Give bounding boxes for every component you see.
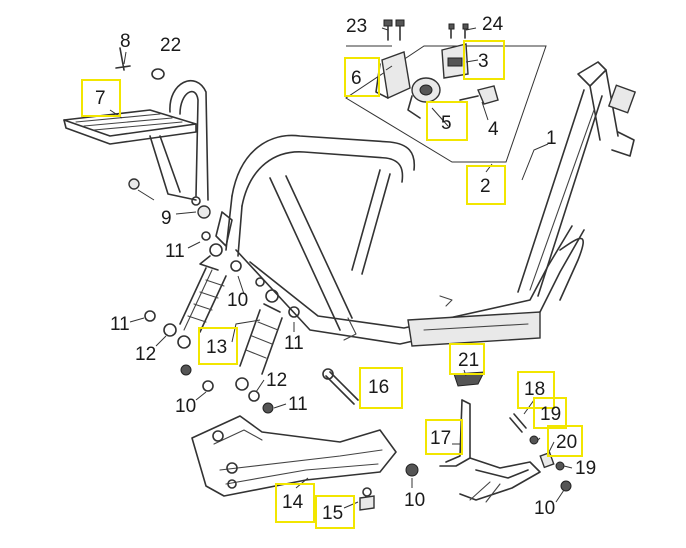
- callout-23: 23: [346, 16, 367, 37]
- highlight-box-16: [359, 367, 403, 409]
- callout-10-a: 10: [227, 290, 248, 311]
- highlight-box-15: [315, 495, 355, 529]
- fasteners-drawing: [115, 47, 572, 511]
- rear-carrier-drawing: [63, 80, 209, 206]
- highlight-box-3: [463, 40, 505, 80]
- callout-7: 7: [95, 88, 106, 109]
- highlight-box-20: [547, 425, 583, 457]
- callout-15: 15: [322, 503, 343, 524]
- callout-4: 4: [488, 119, 499, 140]
- callout-10-b: 10: [175, 396, 196, 417]
- main-frame-drawing: [215, 61, 637, 347]
- rear-shock-absorbers-drawing: [177, 243, 283, 391]
- shock-absorber-left: [177, 243, 227, 349]
- callout-24: 24: [482, 14, 504, 35]
- callout-16: 16: [368, 377, 389, 398]
- callout-11-b: 11: [110, 314, 130, 335]
- callout-18: 18: [524, 379, 545, 400]
- callout-22: 22: [160, 35, 181, 56]
- callout-11-a: 11: [165, 241, 185, 262]
- callout-17: 17: [430, 428, 451, 449]
- highlight-box-18: [517, 371, 555, 409]
- callout-12-b: 12: [266, 370, 287, 391]
- callout-9: 9: [161, 208, 172, 229]
- callout-3: 3: [478, 51, 489, 72]
- swing-arm-drawing: [191, 415, 397, 497]
- highlight-box-14: [275, 483, 315, 523]
- leader-lines: [109, 27, 573, 509]
- highlight-box-5: [426, 101, 468, 141]
- callout-11-d: 11: [288, 394, 308, 415]
- center-stand-drawing: [439, 399, 541, 503]
- callout-5: 5: [441, 113, 452, 134]
- callout-2: 2: [480, 176, 491, 197]
- callout-19-a: 19: [540, 404, 561, 425]
- highlight-box-2: [466, 165, 506, 205]
- ignition-lock-group-drawing: [345, 19, 547, 163]
- callout-13: 13: [206, 337, 227, 358]
- highlight-box-17: [425, 419, 463, 455]
- shock-absorber-right: [235, 289, 283, 391]
- callout-10-d: 10: [534, 498, 555, 519]
- callout-20: 20: [556, 432, 577, 453]
- callout-21: 21: [458, 350, 479, 371]
- highlight-box-13: [198, 327, 238, 365]
- callout-11-c: 11: [284, 333, 304, 354]
- callout-10-c: 10: [404, 490, 425, 511]
- callout-14: 14: [282, 492, 304, 513]
- callout-19-b: 19: [575, 458, 596, 479]
- highlight-boxes: [81, 40, 583, 529]
- callout-6: 6: [351, 68, 362, 89]
- highlight-box-7: [81, 79, 121, 117]
- highlight-box-21: [449, 343, 485, 375]
- highlight-box-19: [533, 397, 567, 429]
- callout-labels: 1 2 3 4 5 6 7 8 9 10 10 10 10 11 11 11 1…: [95, 14, 596, 524]
- callout-8: 8: [120, 31, 131, 52]
- highlight-box-6: [344, 57, 380, 97]
- callout-12-a: 12: [135, 344, 156, 365]
- callout-1: 1: [546, 128, 557, 149]
